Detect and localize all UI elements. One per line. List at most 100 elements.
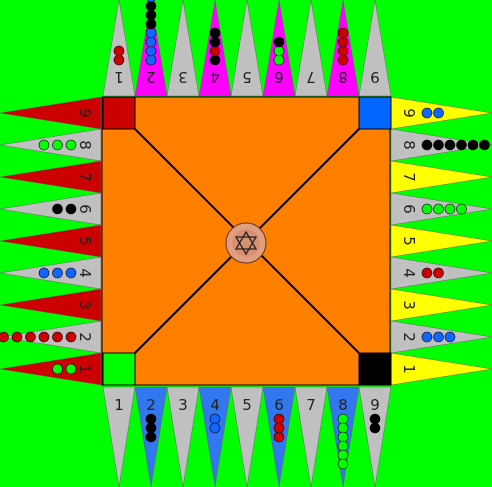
point-top-7[interactable] [294,0,328,97]
piece-black[interactable] [369,422,381,434]
piece-red[interactable] [11,331,23,343]
corner-top-right[interactable] [358,96,392,130]
point-top-3[interactable] [166,0,200,97]
point-bottom-9[interactable] [358,386,392,487]
piece-red[interactable] [337,54,349,66]
piece-red[interactable] [337,45,349,57]
piece-red[interactable] [38,331,50,343]
point-left-8[interactable] [0,128,102,162]
point-bottom-5[interactable] [230,386,264,487]
piece-blue[interactable] [145,54,157,66]
star-of-david-icon[interactable] [225,222,267,264]
piece-green[interactable] [52,363,63,375]
piece-red[interactable] [433,267,444,279]
piece-green[interactable] [421,203,433,215]
point-left-6[interactable] [0,192,102,226]
piece-blue[interactable] [421,331,433,343]
piece-green[interactable] [273,54,285,66]
piece-blue[interactable] [146,0,156,3]
point-left-3[interactable] [0,288,102,322]
piece-red[interactable] [273,431,285,443]
piece-blue[interactable] [444,331,456,343]
piece-green[interactable] [52,139,63,151]
point-left-5[interactable] [0,224,102,258]
piece-black[interactable] [209,27,221,39]
piece-green[interactable] [337,422,349,434]
piece-blue[interactable] [145,36,157,48]
piece-black[interactable] [209,36,221,48]
piece-red[interactable] [52,331,63,343]
piece-red[interactable] [273,422,285,434]
piece-green[interactable] [456,203,467,215]
piece-green[interactable] [38,139,50,151]
point-top-9[interactable] [358,0,392,97]
piece-green[interactable] [444,203,456,215]
corner-bottom-left[interactable] [102,352,136,386]
piece-blue[interactable] [38,267,50,279]
piece-red[interactable] [273,413,285,425]
point-left-4[interactable] [0,256,102,290]
piece-black[interactable] [65,203,77,215]
piece-black[interactable] [145,413,157,425]
piece-blue[interactable] [145,45,157,57]
point-left-9[interactable] [0,96,102,130]
piece-green[interactable] [337,449,349,461]
piece-red[interactable] [209,45,221,57]
point-label: 8 [400,140,418,150]
piece-green[interactable] [337,413,349,425]
point-bottom-7[interactable] [294,386,328,487]
piece-black[interactable] [145,0,157,12]
piece-blue[interactable] [209,413,221,425]
point-top-5[interactable] [230,0,264,97]
piece-green[interactable] [273,45,285,57]
piece-black[interactable] [369,413,381,425]
piece-blue[interactable] [65,267,77,279]
piece-blue[interactable] [145,27,157,39]
piece-black[interactable] [467,139,479,151]
point-right-3[interactable] [390,288,492,322]
piece-red[interactable] [113,54,125,66]
piece-black[interactable] [433,139,444,151]
point-left-2[interactable] [0,320,102,354]
piece-red[interactable] [0,331,9,343]
corner-top-left[interactable] [102,96,136,130]
piece-green[interactable] [65,139,77,151]
piece-blue[interactable] [52,267,63,279]
piece-black[interactable] [145,9,157,21]
piece-black[interactable] [479,139,490,151]
piece-black[interactable] [145,18,157,30]
piece-red[interactable] [337,36,349,48]
piece-blue[interactable] [421,107,433,119]
piece-red[interactable] [113,45,125,57]
piece-black[interactable] [273,36,285,48]
piece-green[interactable] [337,440,349,452]
point-bottom-4[interactable] [198,386,232,487]
point-left-1[interactable] [0,352,102,386]
piece-black[interactable] [456,139,467,151]
piece-red[interactable] [25,331,36,343]
point-left-7[interactable] [0,160,102,194]
corner-bottom-right[interactable] [358,352,392,386]
piece-red[interactable] [337,27,349,39]
point-right-7[interactable] [390,160,492,194]
point-bottom-1[interactable] [102,386,136,487]
piece-green[interactable] [433,203,444,215]
piece-black[interactable] [444,139,456,151]
piece-black[interactable] [145,431,157,443]
piece-red[interactable] [421,267,433,279]
piece-black[interactable] [421,139,433,151]
piece-green[interactable] [337,458,349,470]
piece-black[interactable] [145,422,157,434]
piece-red[interactable] [65,331,77,343]
piece-blue[interactable] [433,331,444,343]
point-label: 5 [242,68,252,86]
point-right-5[interactable] [390,224,492,258]
piece-green[interactable] [337,431,349,443]
piece-blue[interactable] [433,107,444,119]
point-bottom-3[interactable] [166,386,200,487]
piece-black[interactable] [209,54,221,66]
piece-black[interactable] [52,203,63,215]
piece-blue[interactable] [209,422,221,434]
point-label: 3 [178,396,188,414]
piece-green[interactable] [65,363,77,375]
